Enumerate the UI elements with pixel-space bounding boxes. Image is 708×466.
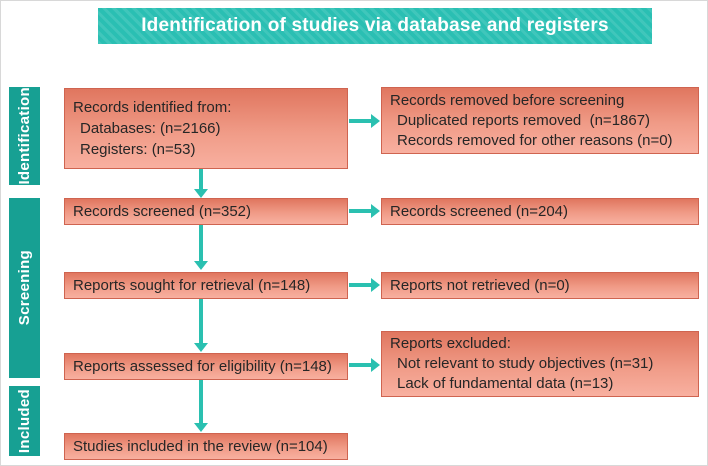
box-line: Databases: (n=2166) xyxy=(80,120,221,137)
box-line: Records removed before screening xyxy=(390,91,625,109)
box-reports-assessed: Reports assessed for eligibility (n=148) xyxy=(64,353,348,380)
box-records-identified: Records identified from: Databases: (n=2… xyxy=(64,88,348,169)
arrow-stem xyxy=(349,363,371,367)
arrow-stem xyxy=(199,380,203,423)
arrow-stem xyxy=(349,209,371,213)
box-line: Reports assessed for eligibility (n=148) xyxy=(73,358,332,375)
sidebar-included: Included xyxy=(9,386,40,456)
arrow-right-icon xyxy=(349,358,380,372)
box-line: Studies included in the review (n=104) xyxy=(73,438,328,455)
arrow-right-icon xyxy=(349,204,380,218)
arrow-stem xyxy=(199,225,203,261)
box-line: Duplicated reports removed (n=1867) xyxy=(397,111,651,129)
box-line: Not relevant to study objectives (n=31) xyxy=(397,355,654,372)
box-reports-not-retrieved: Reports not retrieved (n=0) xyxy=(381,272,699,299)
box-line: Reports not retrieved (n=0) xyxy=(390,277,570,294)
arrow-head xyxy=(371,114,380,128)
arrow-down-icon xyxy=(194,299,208,352)
arrow-head xyxy=(371,278,380,292)
box-records-removed: Records removed before screening Duplica… xyxy=(381,87,699,154)
sidebar-screening: Screening xyxy=(9,198,40,378)
box-line: Records removed for other reasons (n=0) xyxy=(397,131,673,149)
arrow-right-icon xyxy=(349,114,380,128)
box-line: Records screened (n=352) xyxy=(73,203,252,220)
box-line: Lack of fundamental data (n=13) xyxy=(397,375,614,392)
box-reports-sought: Reports sought for retrieval (n=148) xyxy=(64,272,348,299)
arrow-down-icon xyxy=(194,225,208,270)
box-line: Registers: (n=53) xyxy=(80,141,196,158)
arrow-stem xyxy=(199,169,203,189)
sidebar-identification-label: Identification xyxy=(16,87,33,185)
arrow-stem xyxy=(349,283,371,287)
arrow-head xyxy=(194,343,208,352)
arrow-head xyxy=(194,423,208,432)
sidebar-included-label: Included xyxy=(16,388,33,454)
arrow-down-icon xyxy=(194,169,208,198)
arrow-head xyxy=(194,261,208,270)
box-line: Records identified from: xyxy=(73,99,232,116)
box-reports-excluded: Reports excluded: Not relevant to study … xyxy=(381,331,699,397)
sidebar-identification: Identification xyxy=(9,87,40,185)
sidebar-screening-label: Screening xyxy=(16,250,33,326)
box-studies-included: Studies included in the review (n=104) xyxy=(64,433,348,460)
box-line: Reports sought for retrieval (n=148) xyxy=(73,277,311,294)
arrow-head xyxy=(194,189,208,198)
arrow-stem xyxy=(349,119,371,123)
box-line: Records screened (n=204) xyxy=(390,203,569,220)
arrow-down-icon xyxy=(194,380,208,432)
arrow-stem xyxy=(199,299,203,343)
diagram-title: Identification of studies via database a… xyxy=(98,8,652,44)
arrow-right-icon xyxy=(349,278,380,292)
box-line: Reports excluded: xyxy=(390,335,511,352)
box-records-screened: Records screened (n=352) xyxy=(64,198,348,225)
box-records-screened-excluded: Records screened (n=204) xyxy=(381,198,699,225)
arrow-head xyxy=(371,204,380,218)
arrow-head xyxy=(371,358,380,372)
